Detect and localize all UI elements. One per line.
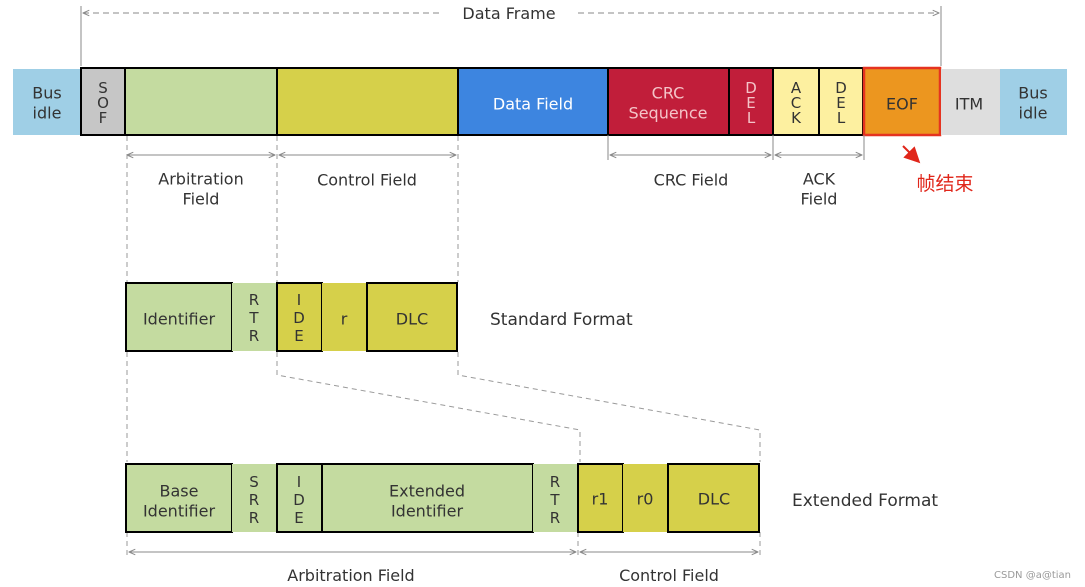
crc-field-label: CRC Field [654,171,729,190]
std-dlc-cell [366,282,458,352]
std-ide-cell [276,282,323,352]
control-field-label: Control Field [317,171,417,190]
bus-idle-right-cell [1000,69,1067,135]
control-cell [276,67,459,136]
standard-format-row [125,282,458,352]
std-r-label: r [341,310,348,329]
ext-base-identifier-cell [125,463,233,533]
std-identifier-cell [125,282,233,352]
itm-label: ITM [955,95,983,114]
data-field-label: Data Field [493,95,573,114]
ext-r0-label: r0 [637,490,654,509]
watermark: CSDN @a@tian [994,570,1071,581]
ext-rtr-cell [533,464,578,532]
ext-r1-label: r1 [592,490,609,509]
data-field-cell [457,67,609,136]
ext-dlc-label: DLC [698,490,730,509]
ext-dlc-cell [667,463,760,533]
sof-cell [80,67,126,136]
ack-cell [772,67,820,136]
extended-format-row [125,463,760,533]
itm-cell [941,69,1000,135]
ext-extended-identifier-cell [321,463,534,533]
std-rtr-cell [232,283,277,351]
bus-idle-left-cell [13,69,80,135]
ack-del-cell [818,67,864,136]
crc-del-cell [728,67,774,136]
std-identifier-label: Identifier [143,310,216,329]
eof-note-label: 帧结束 [916,173,973,195]
ext-r0-cell [623,464,668,532]
eof-note-arrow [902,145,921,164]
field-spans [127,135,865,160]
ext-srr-cell [232,464,277,532]
extended-format-title: Extended Format [792,491,938,511]
ext-control-field-label: Control Field [619,566,719,585]
ext-r1-cell [577,463,624,533]
standard-format-title: Standard Format [490,310,633,330]
ext-arbitration-field-label: Arbitration Field [287,566,414,585]
arbitration-cell [124,67,278,136]
eof-label: EOF [886,95,918,114]
eof-cell [862,66,942,137]
ext-ide-cell [276,463,323,533]
data-frame-span [80,6,942,66]
data-frame-label: Data Frame [462,4,555,23]
frame-row [13,66,1067,137]
guide-lines [126,136,761,556]
std-dlc-label: DLC [396,310,428,329]
std-r-cell [322,283,367,351]
crc-sequence-cell [607,67,730,136]
